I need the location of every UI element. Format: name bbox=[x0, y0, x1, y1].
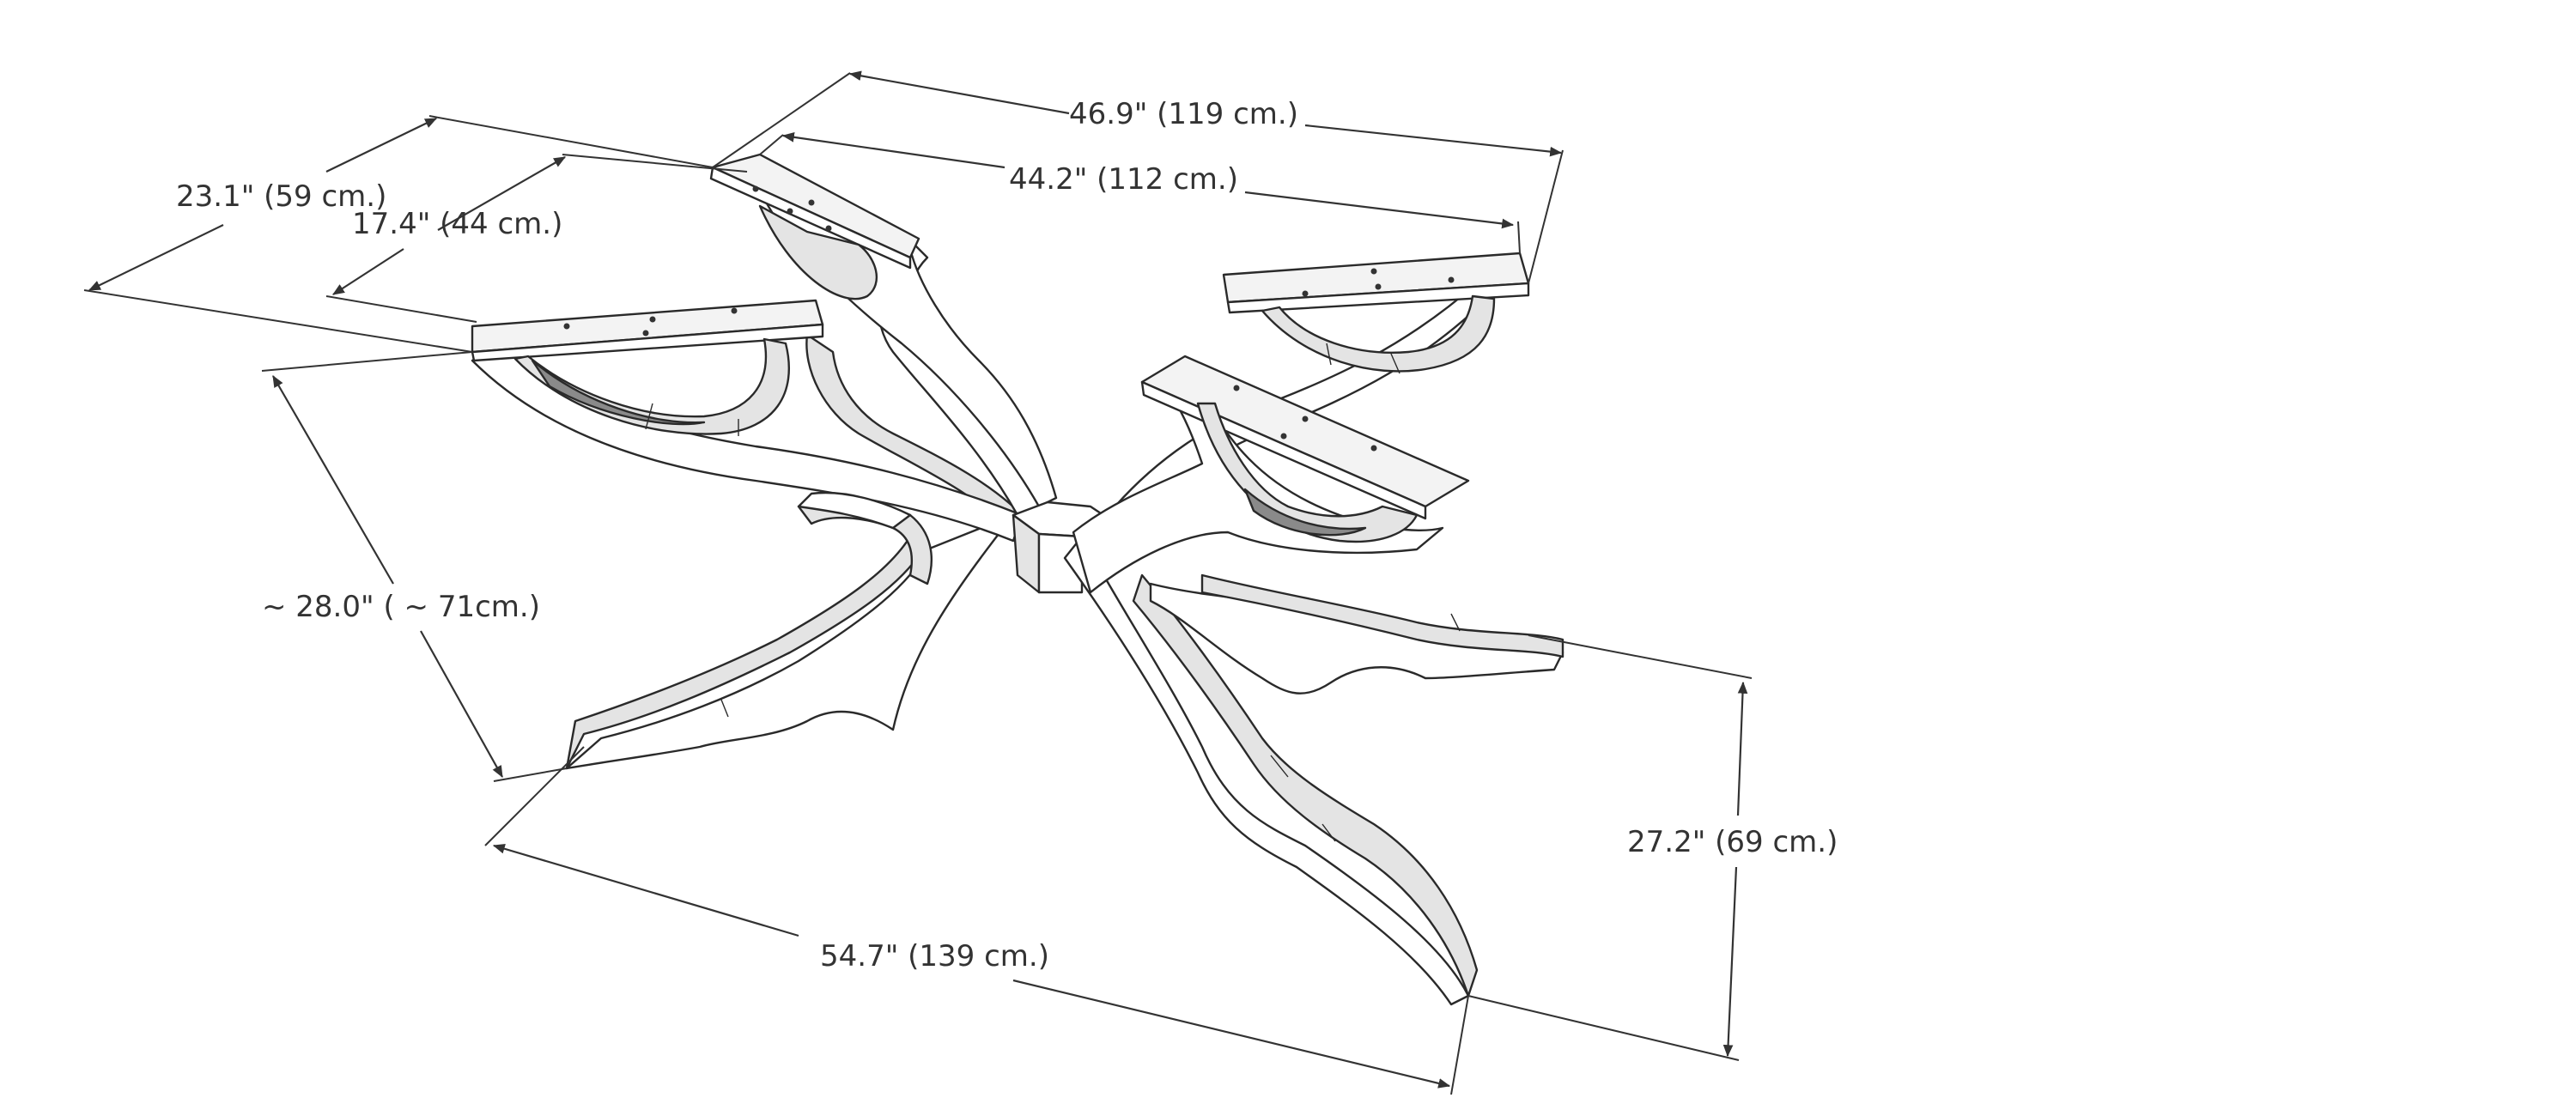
hole bbox=[1302, 415, 1309, 422]
plate-left bbox=[471, 299, 824, 435]
hole bbox=[825, 225, 832, 232]
dim-base-length: 54.7" (139 cm.) bbox=[484, 746, 1469, 1095]
hole bbox=[1302, 290, 1309, 297]
leg-upper-left bbox=[805, 333, 1032, 534]
dim-side-length: ~ 28.0" ( ~ 71cm.) bbox=[261, 351, 568, 782]
dim-label-top-depth-outer: 23.1" (59 cm.) bbox=[176, 179, 386, 214]
dim-label-side-length: ~ 28.0" ( ~ 71cm.) bbox=[262, 590, 540, 624]
dim-top-depth-inner: 17.4" (44 cm.) bbox=[325, 154, 748, 323]
hole bbox=[752, 185, 759, 192]
dim-top-width-inner: 44.2" (112 cm.) bbox=[759, 132, 1521, 254]
foot-lower-left bbox=[565, 513, 1015, 770]
hole bbox=[1448, 276, 1455, 283]
hole bbox=[731, 307, 738, 314]
hole bbox=[1370, 268, 1377, 275]
dim-label-base-length: 54.7" (139 cm.) bbox=[820, 939, 1049, 973]
hole bbox=[808, 199, 815, 206]
dim-top-width-outer: 46.9" (119 cm.) bbox=[712, 70, 1564, 284]
table-base bbox=[471, 153, 1564, 1006]
hole bbox=[1233, 385, 1240, 391]
dim-height: 27.2" (69 cm.) bbox=[1467, 634, 1838, 1061]
hole bbox=[1280, 433, 1287, 440]
leg-lower-right bbox=[1063, 535, 1470, 1006]
hole bbox=[563, 323, 570, 330]
dimension-lines: 46.9" (119 cm.) 44.2" (112 cm.) 23.1" (5… bbox=[83, 70, 1838, 1095]
dim-label-top-width-outer: 46.9" (119 cm.) bbox=[1069, 97, 1298, 131]
hole bbox=[1375, 283, 1382, 290]
hole bbox=[649, 316, 656, 323]
leg-lower-right-side bbox=[1132, 573, 1479, 998]
hole bbox=[787, 208, 793, 215]
hole bbox=[642, 330, 649, 337]
dim-top-depth-outer: 23.1" (59 cm.) bbox=[83, 115, 714, 353]
plate-top-left bbox=[709, 153, 920, 300]
hole bbox=[1370, 445, 1377, 452]
dim-label-top-width-inner: 44.2" (112 cm.) bbox=[1009, 162, 1238, 197]
foot-left-curl-top bbox=[797, 491, 912, 530]
dim-label-top-depth-inner: 17.4" (44 cm.) bbox=[352, 207, 562, 241]
foot-right-side bbox=[1200, 573, 1564, 658]
plate-front bbox=[1140, 355, 1470, 543]
plate-right bbox=[1222, 252, 1530, 373]
dim-label-height: 27.2" (69 cm.) bbox=[1627, 825, 1838, 859]
